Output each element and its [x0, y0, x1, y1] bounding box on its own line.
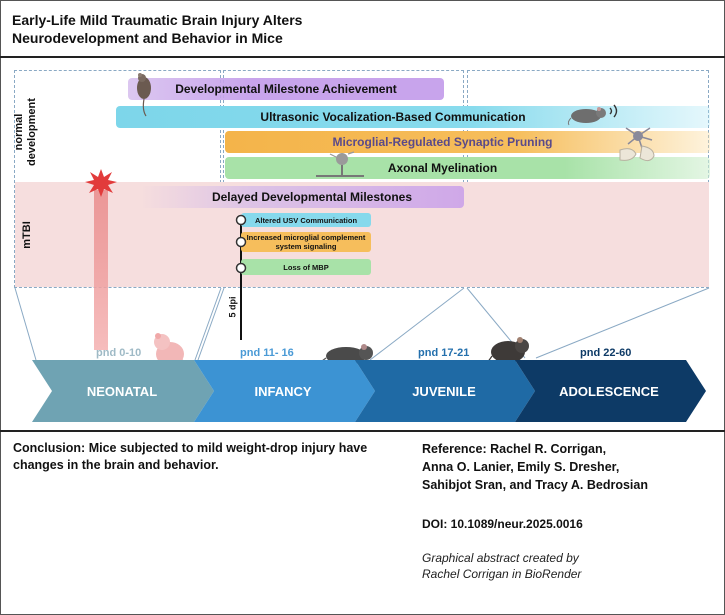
finding-timeline-line	[240, 218, 242, 340]
infancy-juvenile-panel	[223, 70, 464, 288]
finding-loss-mbp: Loss of MBP	[241, 259, 371, 275]
bottom-divider	[0, 430, 725, 432]
stage-infancy: INFANCY	[254, 384, 312, 399]
finding-node-2	[235, 236, 247, 248]
bar-synaptic-pruning: Microglial-Regulated Synaptic Pruning	[225, 131, 710, 153]
microglia-synapse-icon	[619, 127, 655, 162]
finding-nodes	[235, 214, 247, 274]
pnd-adolescence: pnd 22-60	[580, 347, 632, 359]
finding-node-1	[235, 214, 247, 226]
credit-text: Graphical abstract created by Rachel Cor…	[422, 550, 722, 582]
pnd-juvenile: pnd 17-21	[418, 347, 470, 359]
neuron-myelin-icon	[316, 151, 364, 177]
figure-title: Early-Life Mild Traumatic Brain Injury A…	[12, 11, 612, 47]
bar-delayed-milestones: Delayed Developmental Milestones	[140, 186, 464, 208]
neonatal-panel	[14, 70, 221, 288]
injury-beam	[94, 190, 108, 350]
stage-adolescence: ADOLESCENCE	[559, 384, 659, 399]
title-line-2: Neurodevelopment and Behavior in Mice	[12, 30, 283, 46]
title-divider	[0, 56, 725, 58]
pnd-neonatal: pnd 0-10	[96, 347, 142, 359]
reference-line-2: Anna O. Lanier, Emily S. Dresher,	[422, 460, 620, 474]
vocalizing-mouse-icon	[567, 104, 618, 126]
stage-arrows	[32, 360, 706, 422]
mtbi-label: mTBI	[21, 221, 33, 249]
normal-development-label: normal development	[13, 98, 38, 166]
reference-text: Reference: Rachel R. Corrigan, Anna O. L…	[422, 440, 722, 494]
arrow-neonatal	[32, 360, 214, 422]
injury-star-icon	[85, 169, 117, 197]
stage-neonatal: NEONATAL	[86, 384, 158, 399]
bar-developmental-milestone: Developmental Milestone Achievement	[128, 78, 444, 100]
stage-juvenile: JUVENILE	[412, 384, 476, 399]
arrow-juvenile	[355, 360, 535, 422]
doi-text: DOI: 10.1089/neur.2025.0016	[422, 517, 583, 531]
arrow-adolescence	[515, 360, 706, 422]
finding-node-3	[235, 262, 247, 274]
finding-altered-usv: Altered USV Communication	[241, 213, 371, 227]
reference-line-3: Sahibjot Sran, and Tracy A. Bedrosian	[422, 478, 648, 492]
arrow-infancy	[194, 360, 375, 422]
bar-usv-communication: Ultrasonic Vocalization-Based Communicat…	[116, 106, 710, 128]
title-line-1: Early-Life Mild Traumatic Brain Injury A…	[12, 12, 303, 28]
reference-line-1: Reference: Rachel R. Corrigan,	[422, 442, 607, 456]
conclusion-text: Conclusion: Mice subjected to mild weigh…	[13, 441, 368, 472]
finding-microglial-signaling: Increased microglial complement system s…	[241, 232, 371, 252]
standing-mouse-icon	[137, 73, 151, 117]
pnd-infancy: pnd 11- 16	[240, 347, 294, 359]
adolescence-panel	[467, 70, 709, 288]
credit-line-1: Graphical abstract created by	[422, 551, 579, 565]
credit-line-2: Rachel Corrigan in BioRender	[422, 567, 582, 581]
